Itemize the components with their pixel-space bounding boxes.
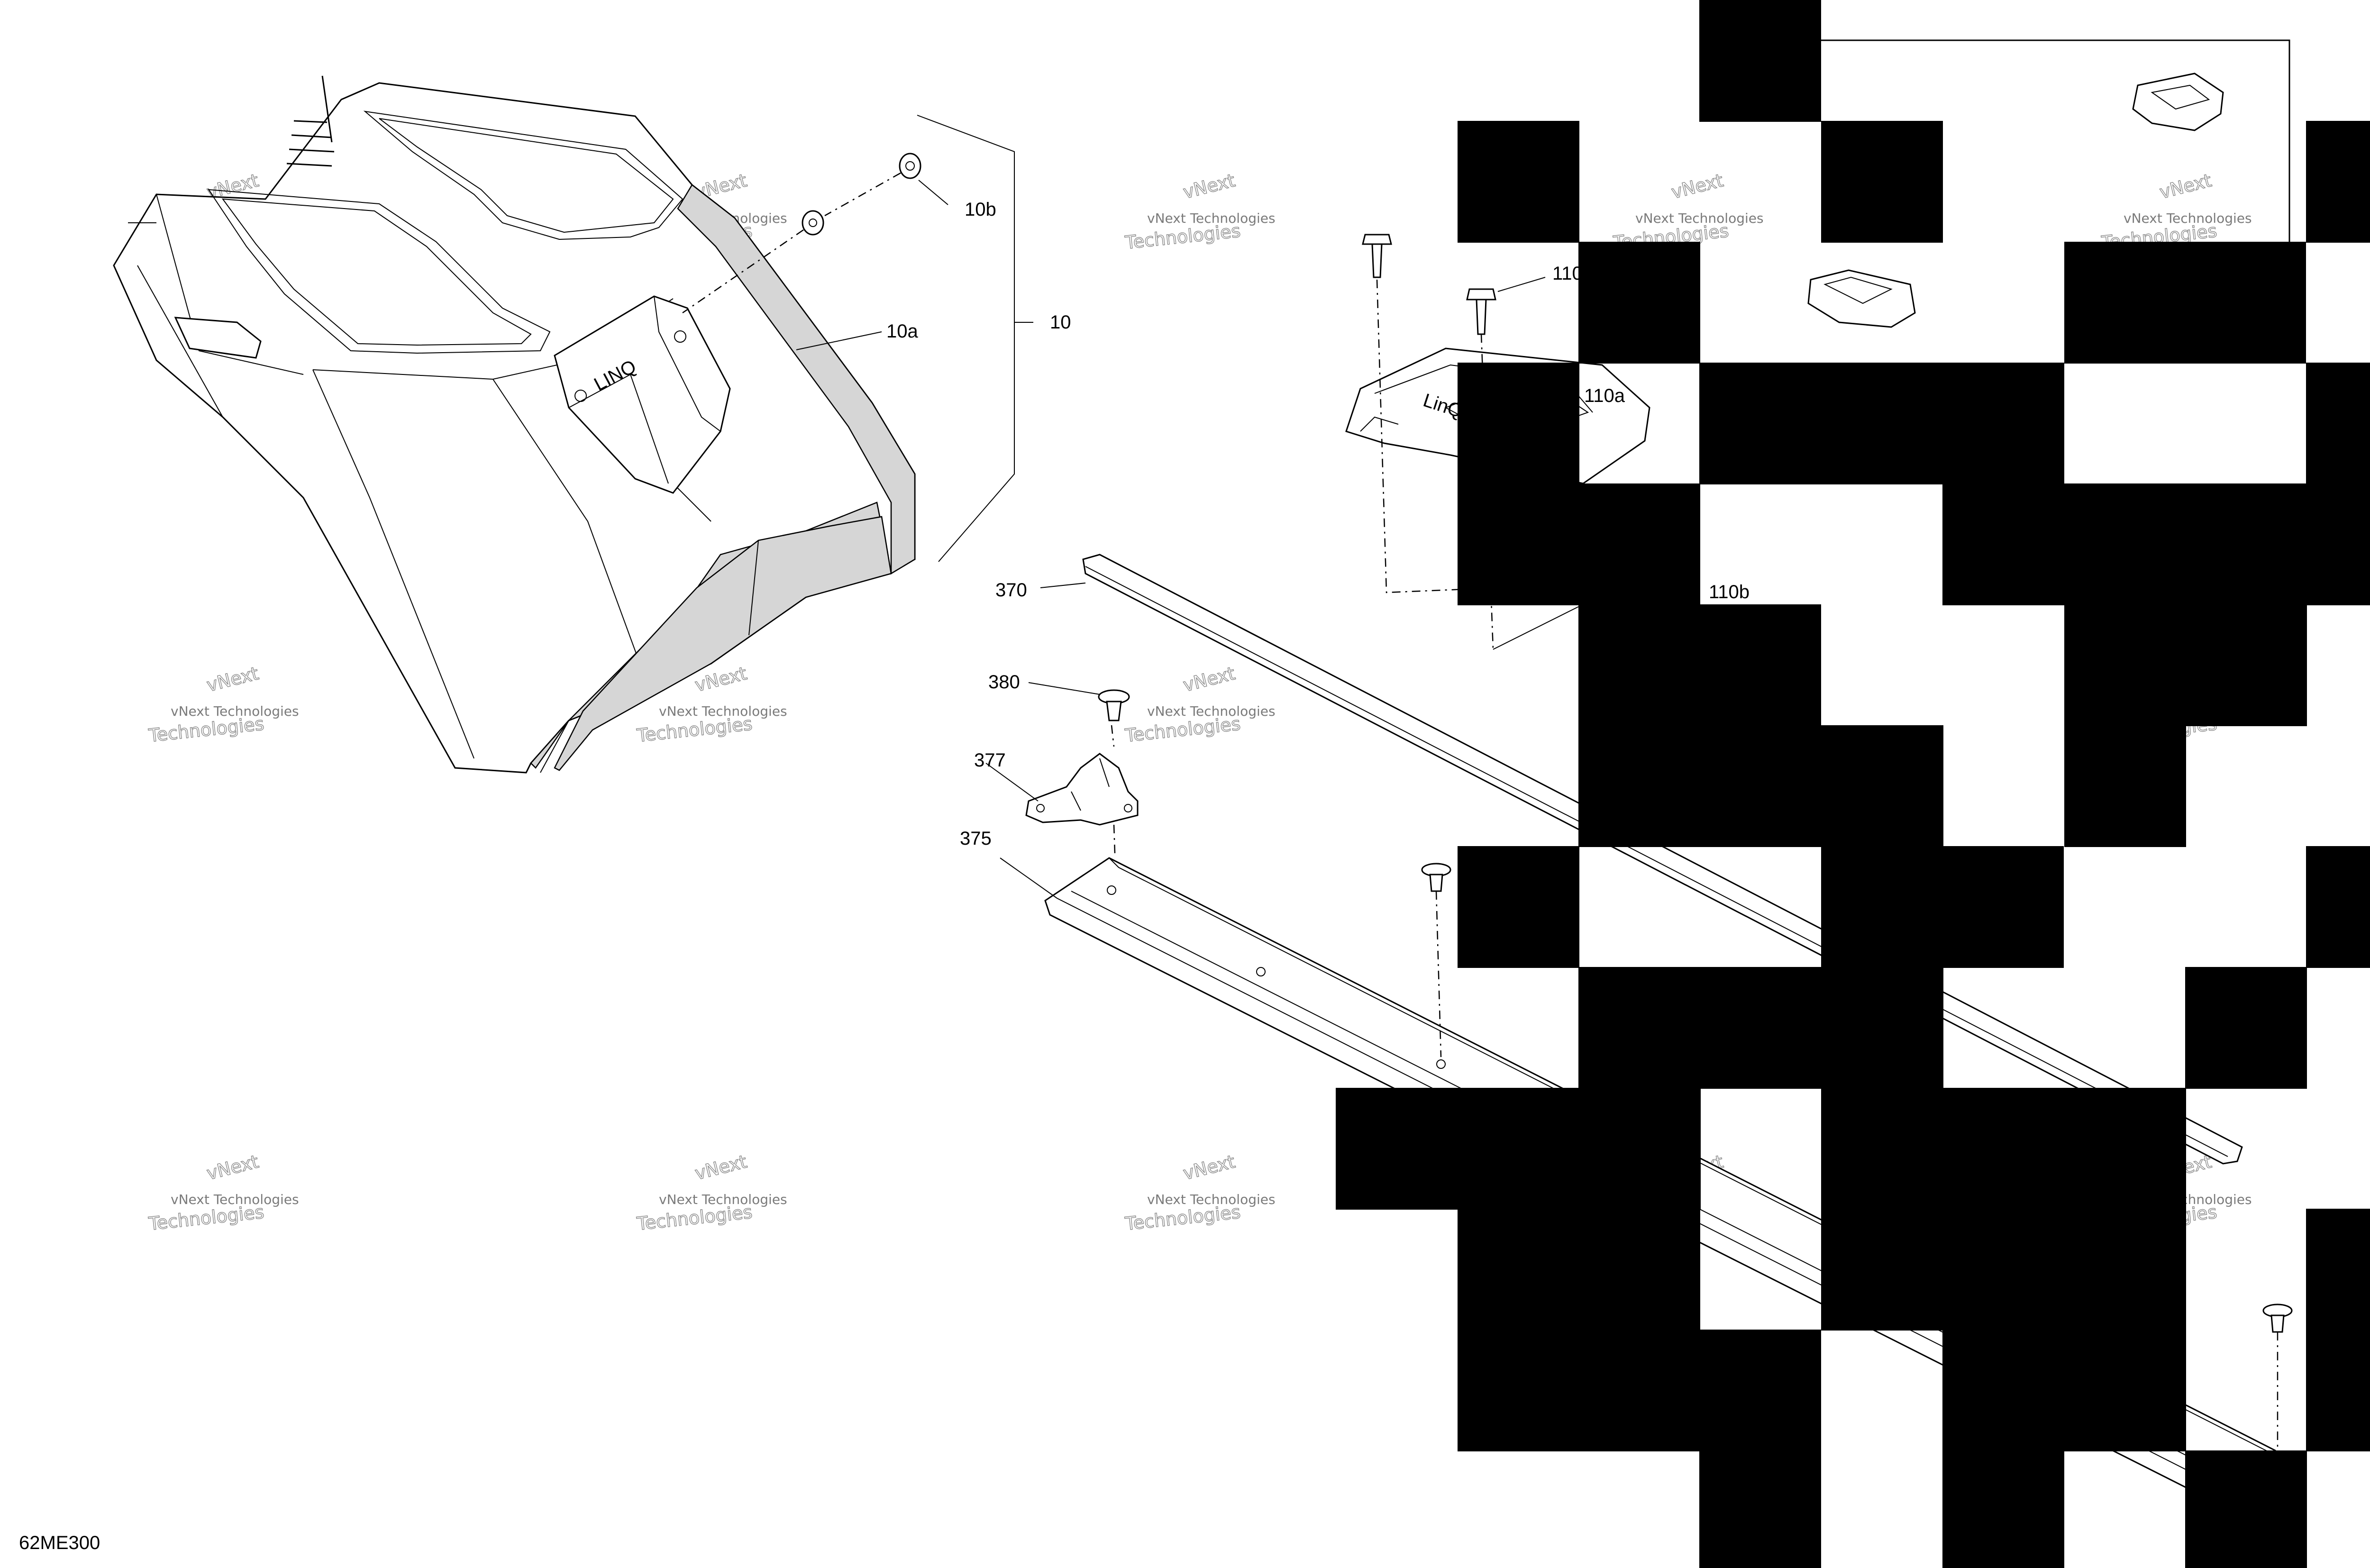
occlusion-block — [1942, 1450, 2064, 1568]
occlusion-block — [1821, 1209, 2186, 1331]
occlusion-block — [2306, 846, 2370, 968]
occlusion-block — [1458, 846, 1579, 968]
label-110a: 110a — [1584, 385, 1625, 406]
occlusion-block — [1699, 1450, 1821, 1568]
svg-text:vNext Technologies: vNext Technologies — [1147, 1192, 1276, 1207]
svg-text:vNext Technologies: vNext Technologies — [1635, 210, 1764, 226]
watermark: vNext Technologies vNext Technologies — [635, 1151, 787, 1235]
label-110: 110 — [1552, 263, 1583, 284]
occlusion-blocks — [1336, 0, 2370, 1568]
watermark: vNext Technologies vNext Technologies — [1123, 1151, 1276, 1235]
occlusion-block — [2306, 363, 2370, 484]
occlusion-block — [1578, 967, 1943, 1089]
occlusion-block — [2185, 1450, 2307, 1568]
occlusion-block — [2064, 1330, 2186, 1451]
svg-text:vNext: vNext — [1181, 663, 1237, 696]
rail-370 — [1040, 554, 2243, 1165]
watermark: vNext Technologies vNext Technologies — [2100, 170, 2252, 254]
watermark: vNext Technologies vNext Technologies — [147, 663, 299, 747]
occlusion-block — [2064, 242, 2306, 364]
svg-text:vNext: vNext — [1669, 170, 1725, 203]
occlusion-block — [1699, 1330, 1821, 1451]
label-377: 377 — [974, 750, 1006, 771]
occlusion-block — [1458, 1330, 1579, 1451]
svg-text:vNext: vNext — [1181, 1151, 1237, 1184]
label-370: 370 — [995, 580, 1027, 601]
occlusion-block — [1578, 242, 1700, 364]
label-380: 380 — [988, 672, 1020, 693]
occlusion-block — [1699, 0, 1821, 122]
svg-text:vNext Technologies: vNext Technologies — [1147, 703, 1276, 719]
watermark: vNext Technologies vNext Technologies — [1123, 170, 1276, 254]
svg-text:vNext Technologies: vNext Technologies — [171, 703, 299, 719]
svg-text:vNext: vNext — [205, 1151, 261, 1184]
label-110b: 110b — [1709, 582, 1750, 602]
svg-text:vNext: vNext — [205, 663, 261, 696]
occlusion-block — [1578, 604, 1821, 726]
seat-cover-assembly: LINQ — [113, 75, 916, 774]
occlusion-block — [2185, 483, 2370, 605]
svg-text:vNext Technologies: vNext Technologies — [1147, 210, 1276, 226]
label-375: 375 — [960, 828, 992, 849]
part-10-bracket — [796, 115, 1033, 562]
svg-text:vNext: vNext — [2158, 170, 2214, 203]
occlusion-block — [1942, 483, 2185, 605]
svg-text:vNext: vNext — [1181, 170, 1237, 203]
occlusion-block — [1458, 483, 1700, 605]
occlusion-block — [1458, 121, 1579, 243]
diagram-code: 62ME300 — [19, 1532, 100, 1553]
occlusion-block — [1578, 725, 1943, 847]
occlusion-block — [2064, 725, 2186, 847]
occlusion-block — [1699, 363, 2064, 484]
occlusion-block — [1458, 1209, 1700, 1331]
svg-text:vNext Technologies: vNext Technologies — [659, 703, 787, 719]
occlusion-block — [1458, 363, 1579, 484]
svg-text:vNext Technologies: vNext Technologies — [171, 1192, 299, 1207]
occlusion-block — [1336, 1088, 1701, 1210]
watermark: vNext Technologies vNext Technologies — [1612, 170, 1764, 254]
label-10a: 10a — [886, 321, 918, 342]
occlusion-block — [1942, 1330, 2064, 1451]
fastener-10b — [682, 153, 921, 314]
label-10b: 10b — [965, 199, 996, 220]
rivet-380 — [1028, 682, 2293, 1450]
clamp-377 — [985, 725, 1139, 854]
occlusion-block — [2064, 604, 2307, 726]
occlusion-block — [2185, 967, 2307, 1089]
occlusion-block — [1578, 1330, 1700, 1451]
occlusion-block — [1821, 121, 1943, 243]
occlusion-block — [1821, 846, 2064, 968]
occlusion-block — [1821, 1088, 2186, 1210]
occlusion-block — [2306, 1209, 2370, 1331]
watermark: vNext Technologies vNext Technologies — [147, 1151, 299, 1235]
watermark: vNext Technologies vNext Technologies — [1123, 663, 1276, 747]
svg-text:vNext Technologies: vNext Technologies — [659, 1192, 787, 1207]
label-10: 10 — [1050, 312, 1071, 333]
svg-text:vNext: vNext — [693, 1151, 749, 1184]
svg-text:vNext Technologies: vNext Technologies — [2124, 210, 2252, 226]
occlusion-block — [2306, 1330, 2370, 1451]
occlusion-block — [2306, 121, 2370, 243]
